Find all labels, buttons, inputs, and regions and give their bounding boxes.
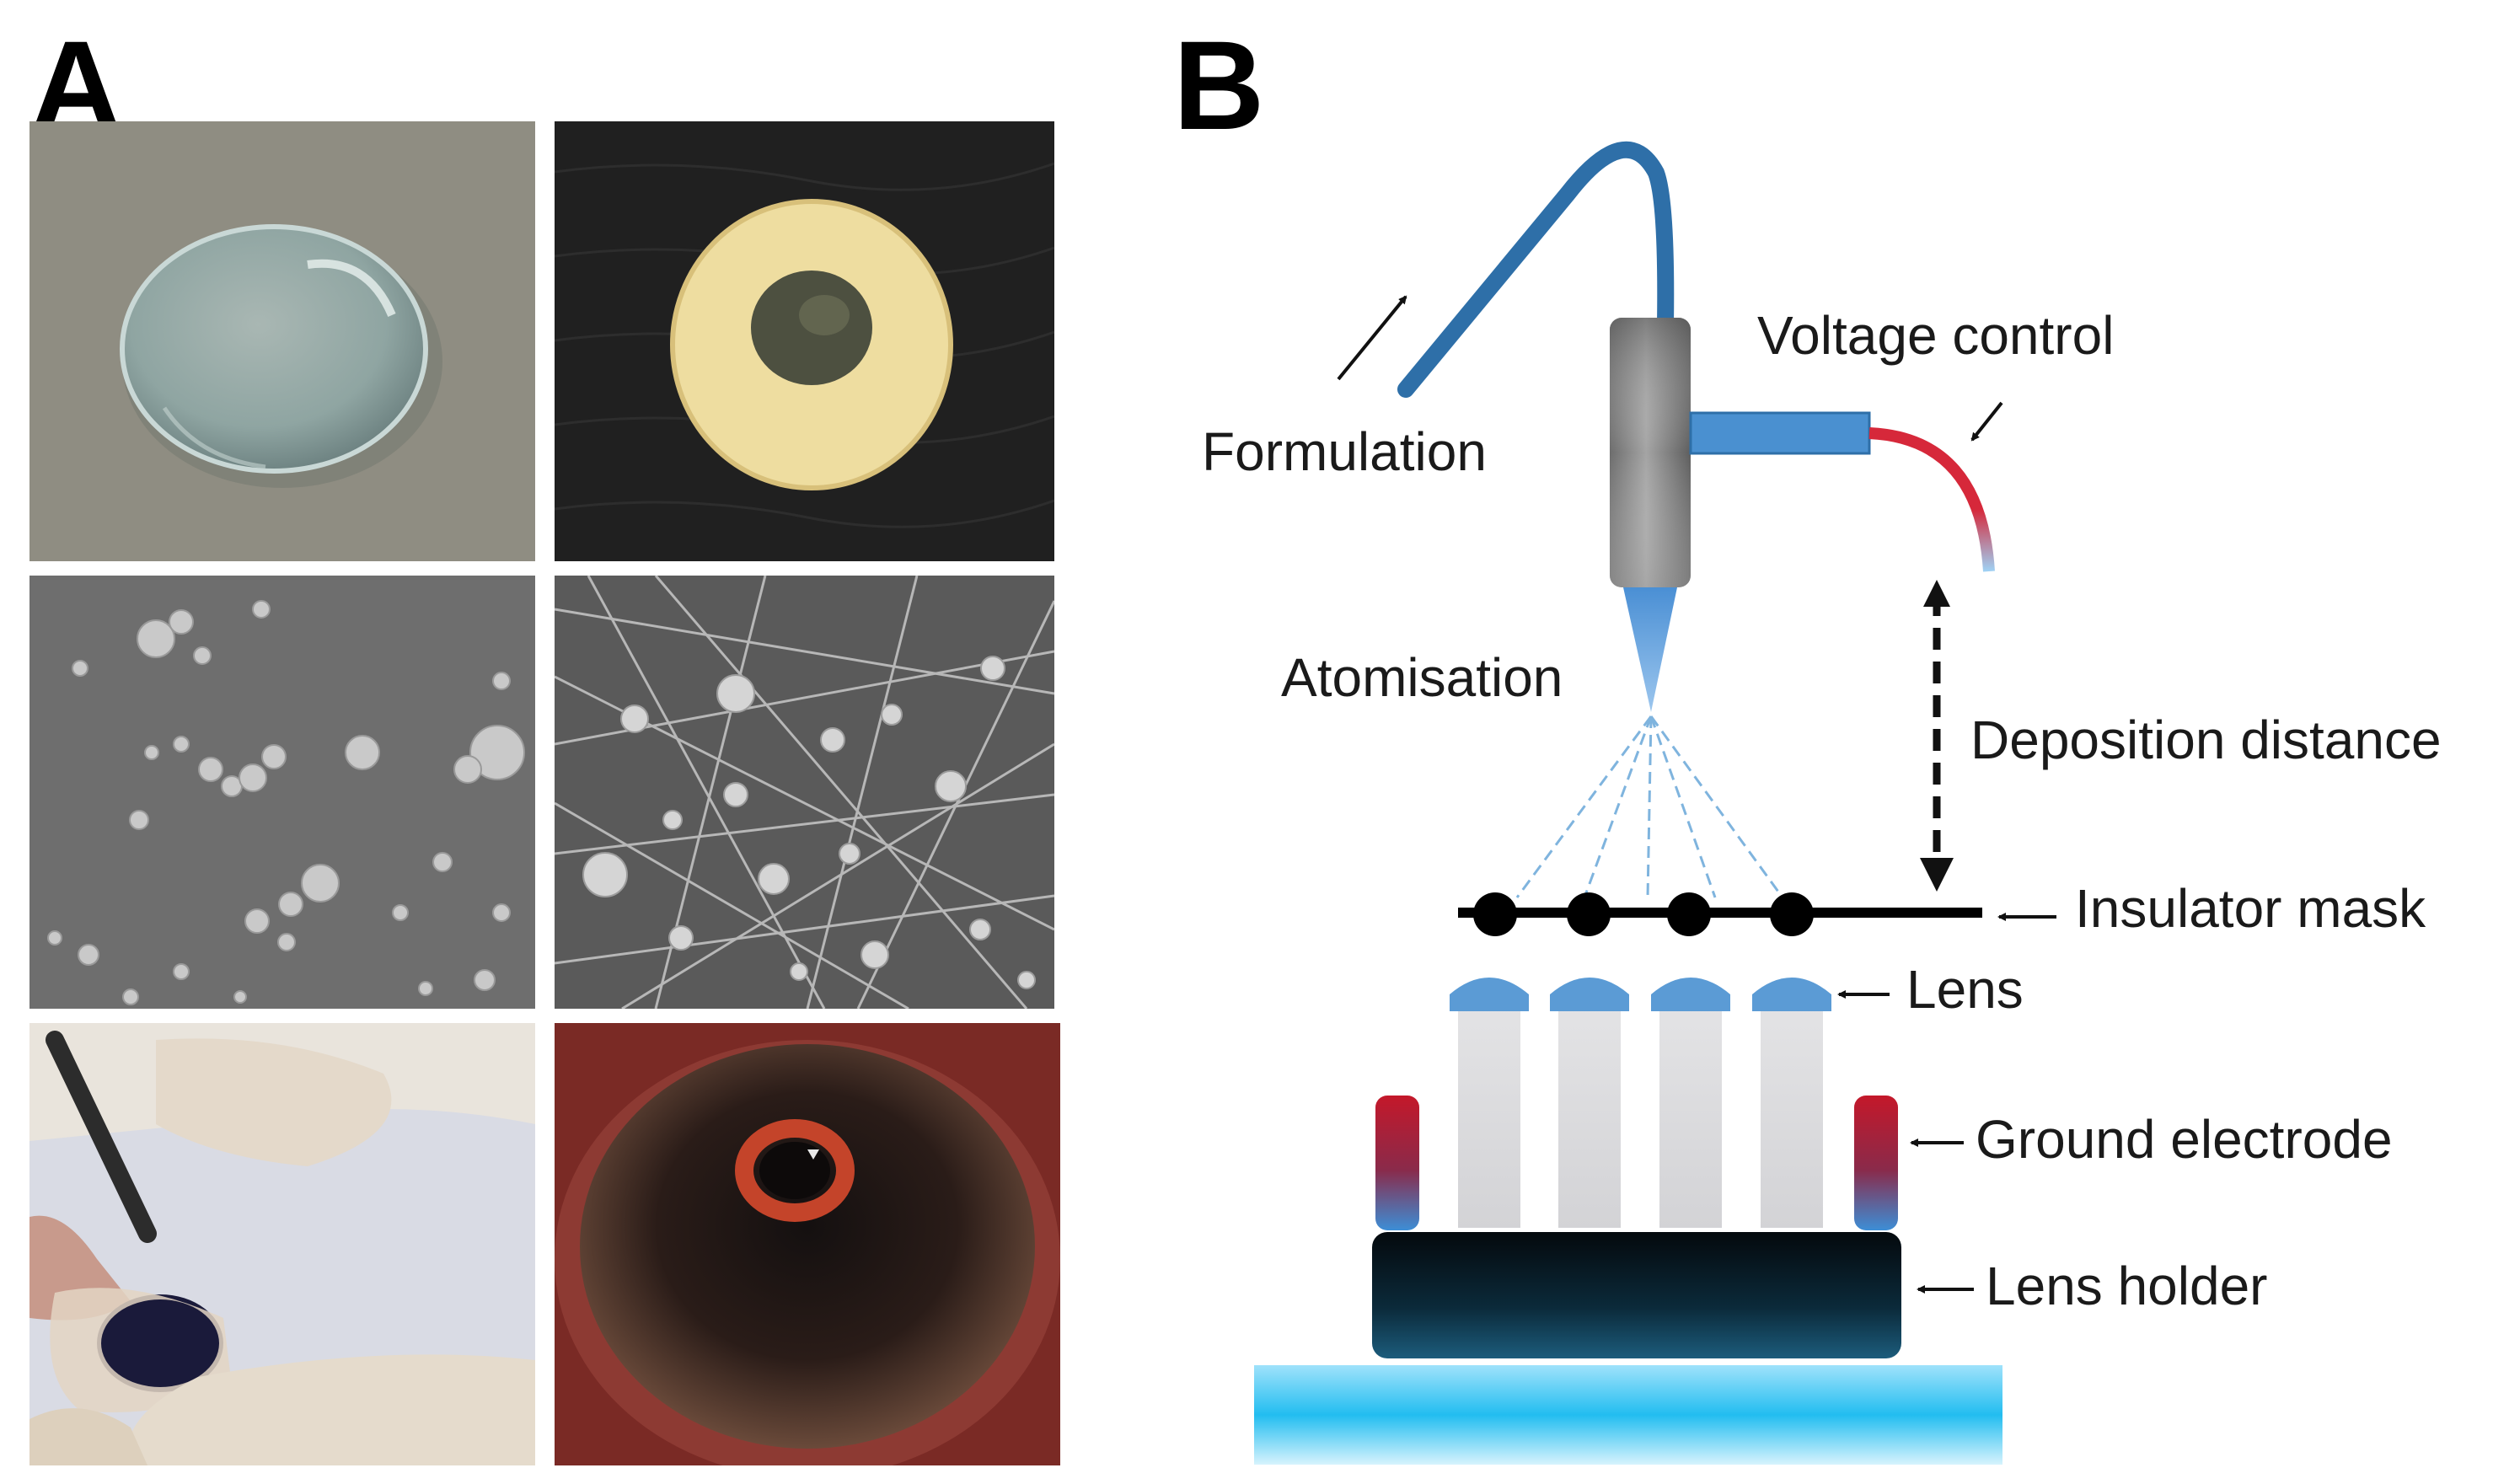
label-deposition-distance: Deposition distance <box>1970 710 2442 770</box>
taylor-cone <box>1623 587 1677 712</box>
label-ground-electrode: Ground electrode <box>1976 1109 2393 1170</box>
spray-plume <box>1515 715 1784 898</box>
voltage-arrow <box>1970 401 2003 442</box>
lens-holder <box>1372 1232 1901 1358</box>
lens-columns <box>1458 1007 1823 1228</box>
label-insulator-mask: Insulator mask <box>2075 878 2426 939</box>
ground-electrode-right <box>1854 1096 1898 1230</box>
label-atomisation: Atomisation <box>1281 647 1563 708</box>
voltage-connector <box>1689 411 1871 455</box>
voltage-wire <box>1868 427 1995 572</box>
base-plate <box>1254 1365 2002 1465</box>
ground-electrode-left <box>1375 1096 1419 1230</box>
sem-particles-photo <box>29 576 535 1009</box>
lens-caps <box>1450 978 1831 1011</box>
formulation-tube <box>1397 141 1675 398</box>
eye-lens-photo <box>555 1023 1060 1465</box>
label-voltage-control: Voltage control <box>1757 305 2114 366</box>
sem-fibres-photo <box>555 576 1054 1009</box>
contact-lens-photo <box>29 121 535 561</box>
coated-lens-photo <box>555 121 1054 561</box>
label-formulation: Formulation <box>1202 421 1487 482</box>
label-lens-holder: Lens holder <box>1986 1256 2267 1316</box>
label-lens: Lens <box>1906 959 2024 1020</box>
formulation-arrow <box>1337 295 1407 381</box>
dissection-photo <box>29 1023 535 1465</box>
insulator-mask-beads <box>1473 892 1814 936</box>
deposition-distance-arrow <box>1920 580 1954 892</box>
panel-b-label: B <box>1173 14 1265 156</box>
